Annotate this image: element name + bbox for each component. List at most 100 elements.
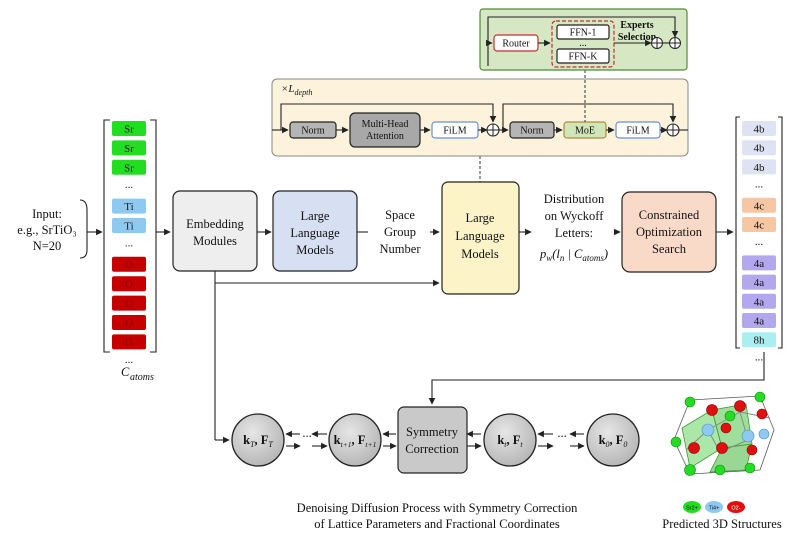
wyckoff-chip	[742, 293, 776, 309]
wyckoff-chip-label: 4b	[754, 162, 766, 174]
wyckoff-chip	[742, 332, 776, 348]
ffn-group	[551, 20, 615, 68]
wyckoff-chip	[742, 274, 776, 290]
wyckoff-chip-label: 4b	[754, 124, 766, 136]
sr-atom-6	[744, 462, 756, 474]
atom-chip-label: Ti	[124, 201, 133, 213]
atom-bracket-right	[150, 119, 157, 353]
wyckoff-to-symmetry-arrow	[428, 352, 765, 405]
diffusion-node-T-label: kT, FT	[243, 433, 273, 449]
residual-skip-2	[502, 103, 677, 130]
ffn-dots: ...	[579, 38, 587, 49]
atom-bracket-left	[103, 119, 110, 353]
symmetry-label-1: Symmetry	[406, 425, 459, 439]
atom-chip-label: O	[125, 259, 133, 271]
atom-chip	[112, 334, 146, 350]
wyckoff-distribution: Distribution on Wyckoff Letters: pw(ln |…	[539, 192, 608, 263]
atom-chip	[112, 198, 146, 214]
atom-chip-label: Ti	[124, 221, 133, 233]
ti-atom-1	[701, 423, 715, 437]
wyckoff-list: 4b4b4b...4c4c...4a4a4a4a8h...	[735, 116, 783, 363]
o-atom-2	[734, 400, 746, 412]
distribution-label-3: Letters:	[555, 226, 593, 240]
llm-second-label-1: Large	[466, 211, 495, 225]
diffusion-node-0	[586, 413, 640, 467]
constrained-label-1: Constrained	[639, 208, 700, 222]
atom-chip	[112, 121, 146, 136]
diffusion-node-t1	[328, 413, 382, 467]
ffn-1-label: FFN-1	[570, 28, 597, 39]
wyckoff-chip-label: 4c	[754, 220, 765, 232]
embedding-box	[172, 190, 258, 272]
atom-chip	[112, 140, 146, 156]
atom-chip	[112, 256, 146, 272]
legend-o-label: O2-	[731, 506, 740, 512]
ti-atom-2	[741, 429, 755, 443]
crystal-bonds	[685, 411, 771, 453]
wyckoff-chip-label: 4a	[754, 316, 765, 328]
sr-atom-5	[714, 464, 726, 476]
o-atom-1	[706, 404, 718, 416]
wyckoff-chip	[742, 217, 776, 232]
atom-chip-label: O	[125, 318, 133, 330]
llm-first: Large Language Models	[272, 190, 358, 272]
o-atom-7	[756, 408, 768, 420]
diffusion-node-t	[483, 413, 537, 467]
atom-chip-label: Sr	[124, 124, 134, 136]
experts-label-2: Selection	[618, 32, 657, 43]
experts-sum-cross	[651, 37, 663, 49]
ffn-k-label: FFN-K	[569, 52, 599, 63]
atom-chip-label: Sr	[124, 162, 134, 174]
input-label: Input:	[32, 207, 62, 221]
ffn-k-box	[556, 48, 610, 64]
wyckoff-bracket-left	[735, 116, 740, 349]
atom-caption-sub: atoms	[130, 372, 154, 383]
symmetry-correction-box	[397, 406, 468, 474]
wyckoff-chip-label: 4a	[754, 258, 765, 270]
experts-label-1: Experts	[620, 20, 653, 31]
input-block: Input: e.g., SrTiO₃ N=20	[17, 199, 103, 259]
input-example: e.g., SrTiO₃	[17, 223, 76, 237]
dots-left: ...	[302, 426, 311, 440]
llm-first-label-3: Models	[296, 243, 334, 257]
moe-skip-line	[487, 16, 679, 43]
residual-add-1-cross	[487, 124, 499, 136]
wyckoff-chip-label: 4c	[754, 200, 765, 212]
atom-chip-label: O	[125, 279, 133, 291]
transformer-panel	[271, 78, 689, 157]
wyckoff-chip-label: 8h	[754, 335, 766, 347]
film-2-label: FiLM	[626, 126, 649, 137]
input-brace	[79, 199, 88, 259]
mha-label-1: Multi-Head	[362, 119, 409, 130]
atom-chip	[112, 295, 146, 311]
legend-o-marker	[727, 501, 745, 513]
transformer-block: ×Ldepth Norm Multi-Head Attention FiLM N…	[271, 78, 689, 157]
sr-atom-3	[670, 436, 682, 448]
wyckoff-chip	[742, 313, 776, 328]
wyckoff-chip	[742, 121, 776, 136]
depth-label: ×Ldepth	[281, 83, 312, 97]
sr-atom-7	[724, 410, 736, 422]
residual-skip-1	[280, 103, 497, 130]
diffusion-node-t-label: kt, Ft	[497, 433, 523, 449]
diffusion-caption-1: Denoising Diffusion Process with Symmetr…	[297, 501, 578, 515]
sr-atom-1	[684, 396, 696, 408]
wyckoff-bracket-right	[778, 116, 783, 349]
moe-detail-panel: Router FFN-1 ... FFN-K Experts Selection	[479, 8, 688, 71]
distribution-label-1: Distribution	[544, 192, 605, 206]
llm-first-box	[272, 190, 358, 272]
wyckoff-chip	[742, 140, 776, 156]
atom-chip-label: ...	[125, 179, 134, 191]
ti-atom-3	[758, 428, 770, 440]
symmetry-label-2: Correction	[405, 442, 459, 456]
llm-first-label-1: Large	[301, 209, 330, 223]
diffusion-node-t1-label: kt+1, Ft+1	[334, 433, 377, 449]
atom-chip	[112, 159, 146, 175]
wyckoff-chip	[742, 197, 776, 213]
constrained-label-3: Search	[652, 242, 687, 256]
diffusion-node-0-label: k0, F0	[599, 433, 628, 449]
o-atom-3	[716, 442, 728, 454]
llm-first-label-2: Language	[290, 226, 340, 240]
atom-chip-label: ...	[125, 354, 134, 366]
constrained-label-2: Optimization	[636, 225, 703, 239]
